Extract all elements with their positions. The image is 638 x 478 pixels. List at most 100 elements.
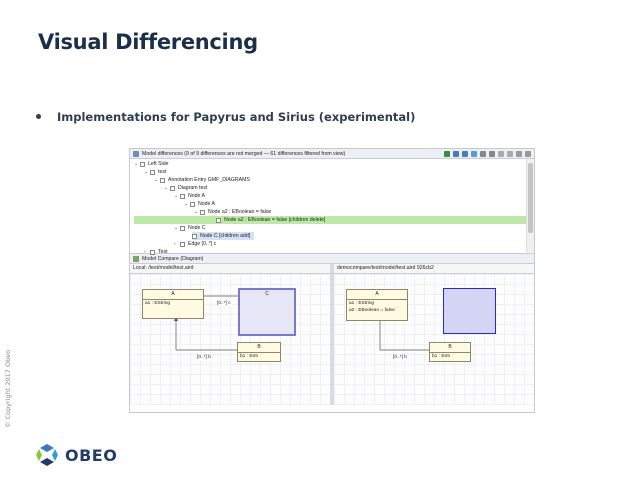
tree-row-label: Node a2 : EBoolean = false [children del… xyxy=(224,217,326,223)
accept-icon[interactable] xyxy=(453,150,459,157)
node-b-title: B xyxy=(238,343,280,353)
chevron-down-icon[interactable]: ⌄ xyxy=(134,161,139,167)
obeo-logo: OBEO xyxy=(35,443,117,467)
prev-diff-icon[interactable] xyxy=(489,150,495,157)
left-pane-header: Local: /test/model/test.aird xyxy=(133,265,194,271)
tree-row-label: Diagram test xyxy=(178,185,208,191)
edge-b-label: [0..*] b xyxy=(196,355,212,360)
chevron-down-icon[interactable]: ⌄ xyxy=(154,177,159,183)
node-a-attribute: a1 : EString xyxy=(145,301,171,306)
class-node-a[interactable]: A a1 : EString a2 : EBoolean = false xyxy=(346,289,408,321)
node-c-title: C xyxy=(265,291,269,297)
tree-row[interactable]: ⌄ Diagram test xyxy=(164,184,207,192)
pane-headers: Local: /test/model/test.aird democompare… xyxy=(130,264,534,274)
group-icon[interactable] xyxy=(525,150,531,157)
model-compare-title: Model Compare (Diagram) xyxy=(142,255,204,262)
obeo-logo-icon xyxy=(36,444,58,466)
tree-row[interactable]: › Test xyxy=(144,248,168,256)
chevron-down-icon[interactable]: ⌄ xyxy=(184,201,189,207)
obeo-logo-text: OBEO xyxy=(65,445,118,465)
tree-row[interactable]: ⌄ Node A xyxy=(174,192,205,200)
model-compare-tab[interactable]: Model Compare (Diagram) xyxy=(130,254,534,264)
tree-row-label: Node C xyxy=(188,225,206,231)
tree-row[interactable]: ⌄ Node a2 : EBoolean = false xyxy=(194,208,271,216)
tree-row-label: Node C [children add] xyxy=(200,233,251,239)
node-b-attribute: b1 : EInt xyxy=(432,354,450,359)
chevron-down-icon[interactable]: ⌄ xyxy=(144,169,149,175)
edge-c-label: [0..*] c xyxy=(216,301,232,306)
class-node-c-added[interactable]: C xyxy=(238,288,296,336)
node-b-attribute: b1 : EInt xyxy=(240,354,258,359)
tree-row-label: Node A xyxy=(198,201,216,207)
edge-icon xyxy=(180,241,185,247)
annotation-icon xyxy=(160,177,165,183)
delete-diff-icon xyxy=(216,217,221,223)
differences-tree: ⌄ Left Side ⌄ test ⌄ Annotation Entry GMF_D… xyxy=(130,159,534,256)
slide-title: Visual Differencing xyxy=(38,30,258,54)
collapse-icon[interactable] xyxy=(507,150,513,157)
tree-row-selected[interactable]: Node C [children add] xyxy=(192,232,255,240)
node-a-attribute: a2 : EBoolean = false xyxy=(349,308,395,313)
model-differences-title: Model differences (9 of 9 differences ar… xyxy=(142,150,346,157)
tree-row[interactable]: ⌄ Left Side xyxy=(134,160,168,168)
class-node-c-placeholder[interactable] xyxy=(443,288,496,334)
merge-icon[interactable] xyxy=(444,150,450,157)
chevron-down-icon[interactable]: ⌄ xyxy=(174,193,179,199)
bullet-item: Implementations for Papyrus and Sirius (… xyxy=(36,110,415,124)
tree-row[interactable]: ⌄ Node C xyxy=(174,224,206,232)
scrollbar-thumb[interactable] xyxy=(528,163,533,233)
add-diff-icon xyxy=(192,233,197,239)
tree-row[interactable]: › Edge [0..*] c xyxy=(174,240,216,248)
tree-row-label: Annotation Entry GMF_DIAGRAMS xyxy=(168,177,250,183)
node-icon xyxy=(200,209,205,215)
reject-icon[interactable] xyxy=(462,150,468,157)
chevron-down-icon[interactable]: ⌄ xyxy=(174,225,179,231)
chevron-right-icon[interactable]: › xyxy=(144,249,146,255)
package-icon xyxy=(150,169,155,175)
merge-all-icon[interactable] xyxy=(471,150,477,157)
tree-row[interactable]: ⌄ Annotation Entry GMF_DIAGRAMS xyxy=(154,176,250,184)
tree-row-label: Node A xyxy=(188,193,206,199)
package-icon xyxy=(150,249,155,255)
node-a-title: A xyxy=(347,290,407,300)
bullet-text: Implementations for Papyrus and Sirius (… xyxy=(57,110,416,124)
node-icon xyxy=(180,225,185,231)
folder-icon xyxy=(140,161,145,167)
toolbar-actions xyxy=(441,150,531,157)
tree-row[interactable]: ⌄ Node A xyxy=(184,200,215,208)
tree-row-label: Left Side xyxy=(148,161,169,167)
tree-row-label: test xyxy=(158,169,167,175)
next-diff-icon[interactable] xyxy=(480,150,486,157)
copyright-text: © Copyright 2017 Obeo xyxy=(4,349,12,428)
compare-editor-screenshot: Model differences (9 of 9 differences ar… xyxy=(129,148,535,413)
node-icon xyxy=(180,193,185,199)
tree-row-label: Test xyxy=(158,249,168,255)
tree-row-delete-highlight[interactable]: Node a2 : EBoolean = false [children del… xyxy=(134,216,526,224)
class-node-b[interactable]: B b1 : EInt xyxy=(237,342,281,362)
diagram-compare-icon xyxy=(133,255,139,262)
model-differences-toolbar: Model differences (9 of 9 differences ar… xyxy=(130,149,534,159)
chevron-right-icon[interactable]: › xyxy=(174,241,176,247)
tree-row-label: Edge [0..*] c xyxy=(188,241,217,247)
diagram-panes: A a1 : EString C [0..*] c B b1 : EInt [0… xyxy=(130,274,534,405)
right-pane-header: democompare/test/model/test.aird 926cb2 xyxy=(330,264,534,273)
model-differences-icon xyxy=(133,150,139,157)
expand-icon[interactable] xyxy=(498,150,504,157)
tree-row-label: Node a2 : EBoolean = false xyxy=(208,209,272,215)
node-icon xyxy=(190,201,195,207)
chevron-down-icon[interactable]: ⌄ xyxy=(164,185,169,191)
tree-scrollbar[interactable] xyxy=(526,159,534,253)
diagram-icon xyxy=(170,185,175,191)
class-node-b[interactable]: B b1 : EInt xyxy=(429,342,471,362)
class-node-a[interactable]: A a1 : EString xyxy=(142,289,204,319)
right-diagram-pane: A a1 : EString a2 : EBoolean = false B b… xyxy=(330,274,534,405)
edge-b-label: [0..*] b xyxy=(392,355,408,360)
chevron-down-icon[interactable]: ⌄ xyxy=(194,209,199,215)
node-a-title: A xyxy=(143,290,203,300)
left-diagram-pane: A a1 : EString C [0..*] c B b1 : EInt [0… xyxy=(130,274,330,405)
filter-icon[interactable] xyxy=(516,150,522,157)
bullet-dot-icon xyxy=(36,114,41,119)
tree-row[interactable]: ⌄ test xyxy=(144,168,166,176)
node-a-attribute: a1 : EString xyxy=(349,301,375,306)
node-b-title: B xyxy=(430,343,470,353)
